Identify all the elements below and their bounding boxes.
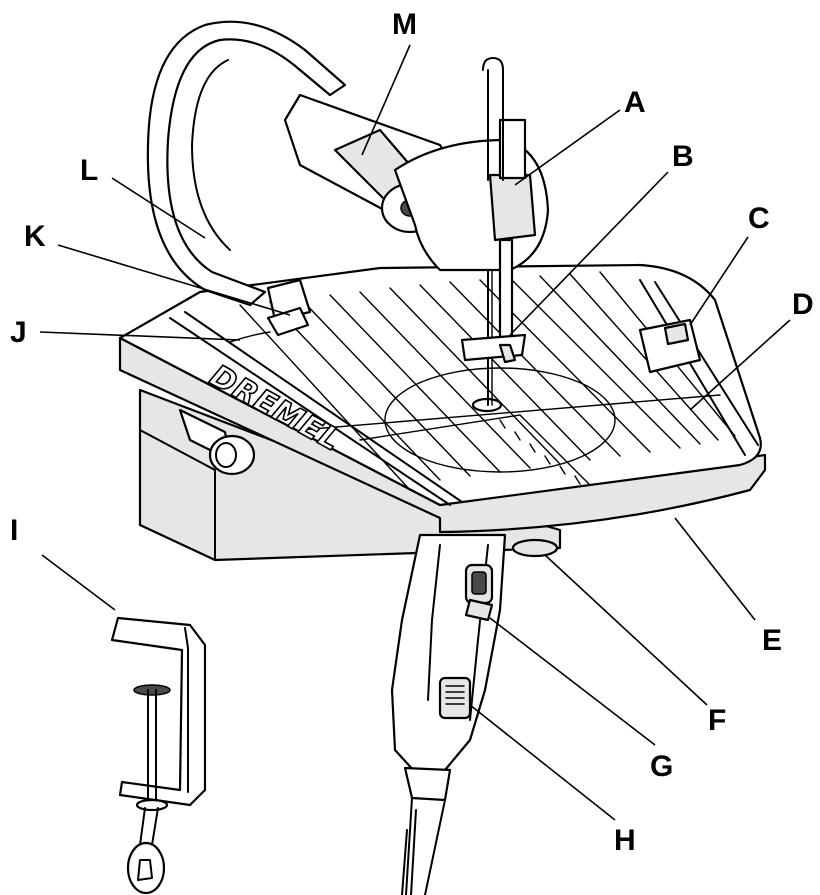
blade-clamp-housing xyxy=(393,57,550,272)
tilt-knob xyxy=(511,538,559,558)
c-clamp xyxy=(110,616,207,895)
leader-k xyxy=(57,244,291,316)
handle-body xyxy=(390,533,507,895)
callout-h: H xyxy=(614,824,636,857)
callout-b: B xyxy=(672,140,694,173)
power-cord xyxy=(401,829,408,895)
callout-i: I xyxy=(10,514,18,547)
side-knob xyxy=(178,408,256,476)
hold-down-foot xyxy=(460,238,527,364)
leader-g xyxy=(489,617,656,746)
leader-a xyxy=(514,109,621,186)
callout-j: J xyxy=(10,316,27,349)
leader-d xyxy=(689,319,791,411)
leader-h xyxy=(469,704,616,821)
callout-e: E xyxy=(762,624,782,657)
bevel-lock xyxy=(638,318,702,374)
leader-f xyxy=(544,554,708,706)
callout-f: F xyxy=(708,704,726,737)
callout-c: C xyxy=(748,202,770,235)
callout-labels: A B C D E F G H I J K L M xyxy=(10,8,814,857)
leader-b xyxy=(509,171,669,336)
c-frame-arm xyxy=(146,20,347,307)
callout-a: A xyxy=(624,86,646,119)
leader-j xyxy=(39,331,241,341)
leader-m xyxy=(361,44,411,156)
callout-g: G xyxy=(650,750,673,783)
leader-lines xyxy=(39,44,791,821)
callout-d: D xyxy=(792,288,814,321)
callout-k: K xyxy=(24,220,46,253)
callout-m: M xyxy=(392,8,417,41)
leader-c xyxy=(689,236,749,326)
callout-l: L xyxy=(80,154,98,187)
hex-wrench xyxy=(229,306,310,343)
leader-e xyxy=(674,517,756,621)
leader-i xyxy=(41,554,116,611)
leader-l xyxy=(111,177,206,239)
